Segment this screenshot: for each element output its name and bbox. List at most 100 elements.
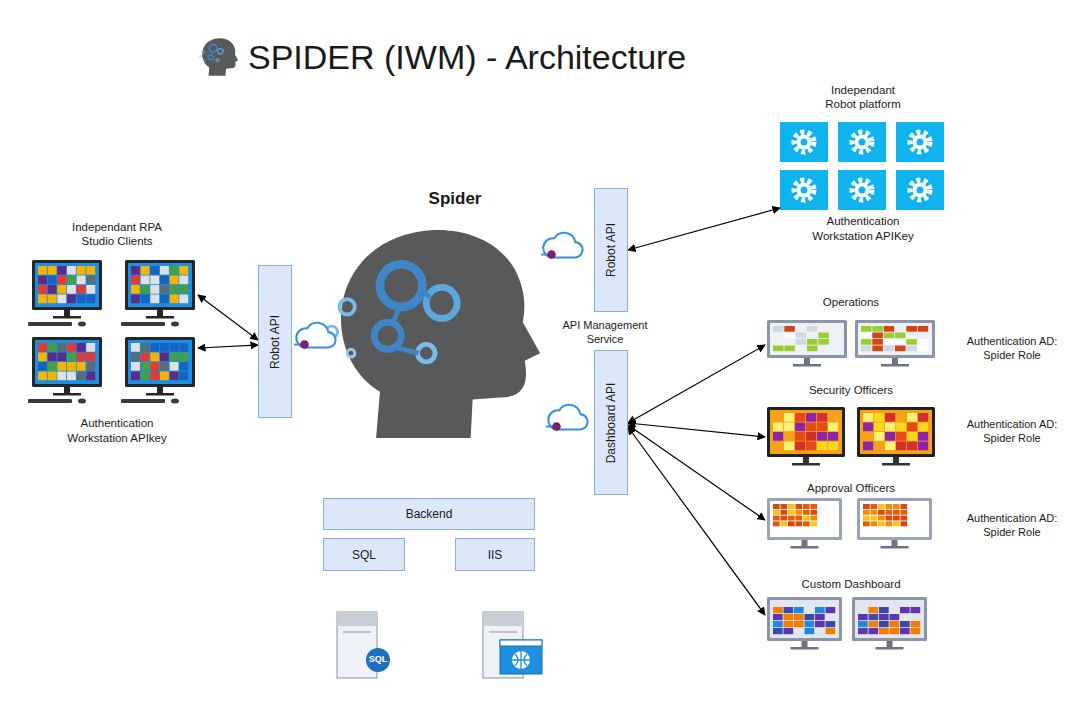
screen-tile — [784, 432, 794, 441]
screen-tile — [879, 614, 889, 620]
screen-tile — [796, 521, 803, 526]
screen-tile — [796, 516, 803, 521]
screen-tile — [896, 423, 906, 432]
gear-icon — [896, 122, 944, 162]
monitor-icon — [767, 320, 847, 367]
screen-tile — [885, 432, 895, 441]
screen-tile — [861, 333, 872, 339]
screen-tile — [796, 339, 807, 345]
screen-tile — [131, 266, 140, 275]
screen-tile — [890, 607, 900, 613]
screen-tile — [918, 413, 928, 422]
screen-tile — [807, 339, 818, 345]
screen-tile — [781, 521, 788, 526]
arrow-connector — [628, 345, 765, 423]
screen-tile — [48, 276, 57, 285]
screen-tile — [906, 346, 917, 352]
screen-tile — [826, 628, 836, 634]
screen-tile — [886, 510, 893, 515]
monitor-screen — [860, 410, 932, 454]
screen-tile — [179, 372, 188, 381]
screen-tile — [86, 343, 95, 352]
screen-tile — [141, 295, 150, 304]
screen-tile — [48, 285, 57, 294]
sql-server — [337, 612, 390, 678]
screen-tile — [160, 266, 169, 275]
screen-tile — [57, 285, 66, 294]
screen-tile — [150, 295, 159, 304]
screen-tile — [872, 333, 883, 339]
screen-tile — [817, 442, 827, 451]
monitor-screen — [855, 600, 924, 638]
screen-tile — [893, 510, 900, 515]
monitor-base — [881, 364, 909, 367]
screen-tile — [815, 607, 825, 613]
node-text: Custom Dashboard — [766, 577, 936, 591]
screen-tile — [911, 614, 921, 620]
monitor-stand — [887, 641, 893, 647]
node-text: Backend — [324, 507, 534, 521]
screen-tile — [893, 504, 900, 509]
screen-tile — [141, 362, 150, 371]
screen-tile — [806, 432, 816, 441]
monitor-frame — [767, 407, 845, 457]
screen-tile — [773, 510, 780, 515]
screen-tile — [884, 339, 895, 345]
screen-tile — [896, 442, 906, 451]
screen-tile — [77, 353, 86, 362]
screen-tile — [872, 339, 883, 345]
node-text: Robot API — [268, 314, 282, 368]
screen-tile — [861, 326, 872, 332]
screen-tile — [784, 614, 794, 620]
screen-tile — [48, 266, 57, 275]
gear-icon — [896, 170, 944, 210]
screen-tile — [160, 295, 169, 304]
icon-group: Independant RPA Studio ClientsAuthentica… — [22, 220, 212, 445]
screen-tile — [796, 504, 803, 509]
screen-tile — [911, 621, 921, 627]
annotation-label: Authentication AD: Spider Role — [964, 335, 1060, 363]
monitor-icon — [767, 597, 842, 650]
screen-tile — [890, 628, 900, 634]
screen-tile — [869, 614, 879, 620]
node-text: Approval Officers — [766, 481, 936, 495]
node-text: Independant Robot platform — [817, 83, 909, 112]
cloud-icon — [546, 405, 588, 431]
screen-tile — [863, 521, 870, 526]
screen-tile — [170, 276, 179, 285]
screen-tile — [86, 372, 95, 381]
monitor-base — [793, 364, 821, 367]
screen-tile — [788, 504, 795, 509]
screen-tile — [815, 614, 825, 620]
screen-tile — [911, 628, 921, 634]
title: SPIDER (IWM) - Architecture — [248, 38, 686, 77]
screen-tile — [38, 343, 47, 352]
screen-tile — [906, 326, 917, 332]
screen-tile — [57, 276, 66, 285]
screen-tile — [886, 504, 893, 509]
title-icon — [200, 38, 239, 76]
monitor-base — [146, 316, 174, 319]
screen-tile — [788, 521, 795, 526]
mouse-icon — [78, 399, 86, 404]
gear-icon — [838, 170, 886, 210]
screen-tile — [895, 339, 906, 345]
monitor-frame — [855, 320, 935, 358]
screen-tile — [815, 621, 825, 627]
screen-tile — [806, 413, 816, 422]
screen-tile — [773, 346, 784, 352]
screen-tile — [141, 276, 150, 285]
screen-tile — [900, 621, 910, 627]
screen-tile — [784, 621, 794, 627]
screen-tile — [828, 432, 838, 441]
screen-tile — [170, 372, 179, 381]
monitor-stand — [892, 540, 898, 546]
monitor-icon — [767, 498, 842, 549]
icon-badge-text: SQL — [363, 654, 393, 665]
screen-tile — [38, 372, 47, 381]
screen-tile — [781, 504, 788, 509]
screen-tile — [86, 362, 95, 371]
screen-tile — [878, 504, 885, 509]
monitor-base — [792, 463, 820, 466]
